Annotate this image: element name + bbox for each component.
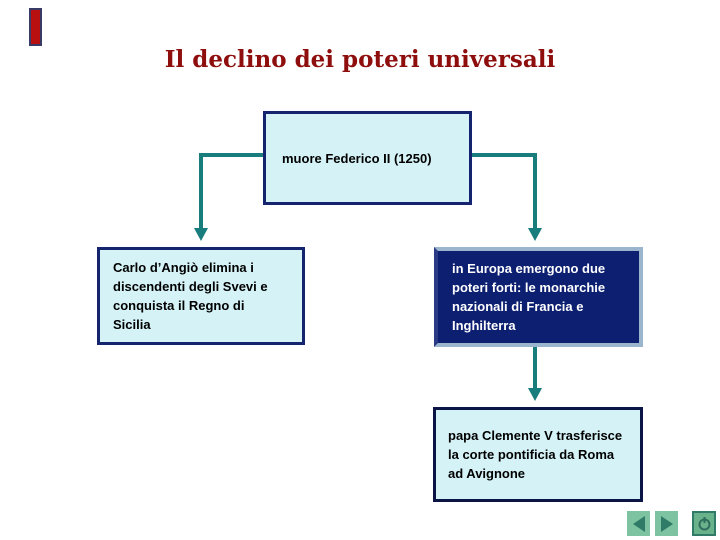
connector-left-horizontal: [199, 153, 263, 157]
arrowhead-down-left-icon: [194, 228, 208, 241]
box-carlo-dangio: Carlo d’Angiò elimina i discendenti degl…: [97, 247, 305, 345]
forward-triangle-icon: [660, 515, 673, 532]
connector-right-horizontal: [472, 153, 537, 157]
slide-title: Il declino dei poteri universali: [164, 46, 556, 73]
box-papa-clemente-text: papa Clemente V trasferisce la corte pon…: [448, 428, 623, 481]
power-icon: [698, 517, 710, 531]
end-show-button[interactable]: [692, 511, 716, 536]
box-muore-federico-text: muore Federico II (1250): [282, 150, 432, 166]
connector-bottom-vertical: [533, 347, 537, 389]
previous-slide-button[interactable]: [627, 511, 650, 536]
box-muore-federico: muore Federico II (1250): [263, 111, 472, 205]
arrowhead-down-bottom-icon: [528, 388, 542, 401]
back-triangle-icon: [632, 515, 645, 532]
box-europa-monarchie-text: in Europa emergono due poteri forti: le …: [452, 261, 606, 333]
box-papa-clemente: papa Clemente V trasferisce la corte pon…: [433, 407, 643, 502]
box-europa-monarchie: in Europa emergono due poteri forti: le …: [434, 247, 643, 347]
connector-right-vertical: [533, 153, 537, 229]
red-bookmark-icon: [29, 8, 42, 46]
next-slide-button[interactable]: [655, 511, 678, 536]
box-carlo-dangio-text: Carlo d’Angiò elimina i discendenti degl…: [113, 260, 268, 332]
arrowhead-down-right-icon: [528, 228, 542, 241]
connector-left-vertical: [199, 153, 203, 229]
